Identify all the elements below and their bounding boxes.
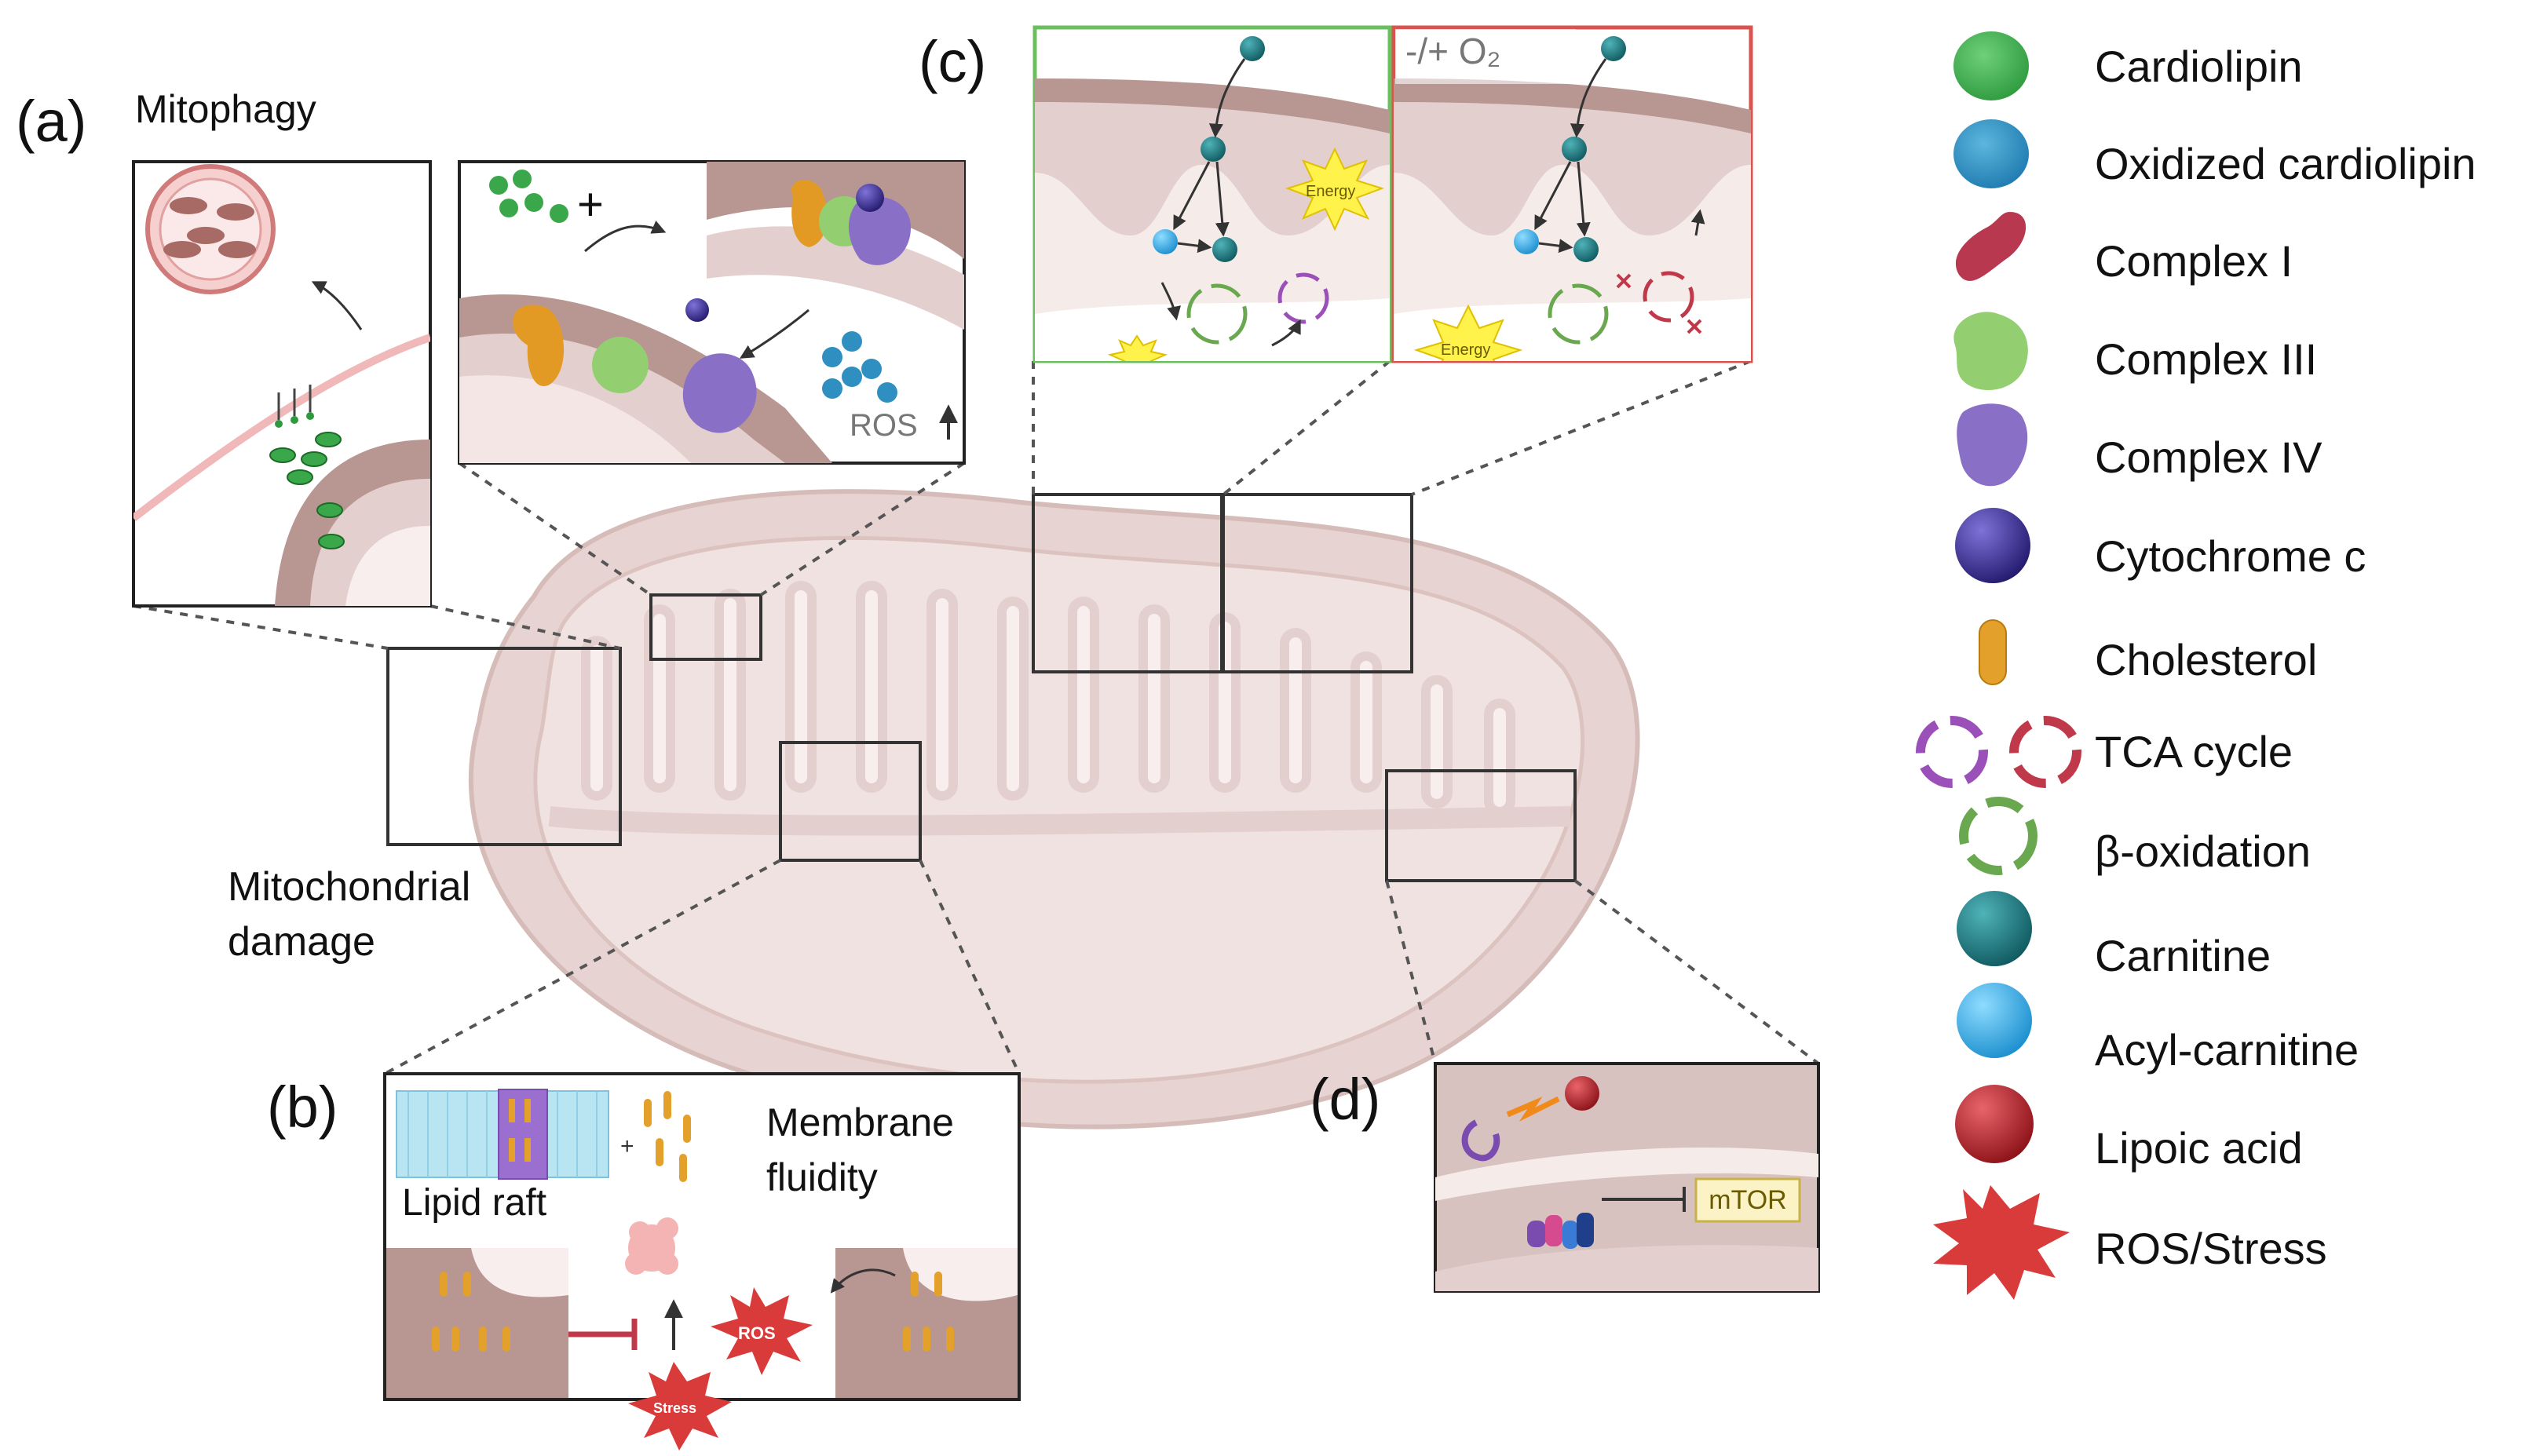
- mitophagy-label: Mitophagy: [135, 87, 316, 131]
- legend-label-ros-stress: ROS/Stress: [2095, 1224, 2327, 1273]
- connector-lines: [133, 359, 1820, 1075]
- zoom-regions: [386, 493, 1577, 882]
- zoom-box-b: [779, 741, 922, 862]
- tca-cycle-icon: [1916, 716, 2081, 788]
- oxidized-cardiolipin-icon: [1953, 119, 2029, 188]
- acyl-carnitine-icon: [1957, 983, 2032, 1058]
- panel-d-letter: (d): [1310, 1067, 1381, 1132]
- lipid-bilayer: [396, 1089, 609, 1180]
- legend-label-cytochrome-c: Cytochrome c: [2095, 531, 2366, 581]
- legend-label-acyl-carnitine: Acyl-carnitine: [2095, 1025, 2359, 1075]
- complex-iii-icon: [1953, 312, 2028, 390]
- lipid-raft-label: Lipid raft: [402, 1182, 547, 1224]
- cholesterol-icon: [1979, 619, 2007, 685]
- zoom-box-d: [1385, 769, 1577, 882]
- legend-label-lipoic-acid: Lipoic acid: [2095, 1123, 2303, 1173]
- stress-tag: Stress: [653, 1400, 696, 1416]
- energy-label-2: Energy: [1441, 341, 1490, 359]
- legend-label-cholesterol: Cholesterol: [2095, 635, 2318, 684]
- panel-c-hypoxia-box: Energy: [1391, 25, 1753, 363]
- legend-label-complex-i: Complex I: [2095, 236, 2293, 286]
- svg-text:+: +: [620, 1133, 634, 1159]
- mitochondrial-damage-label: Mitochondrial damage: [228, 864, 471, 965]
- legend-icons: [1916, 31, 2081, 1300]
- legend-label-complex-iii: Complex III: [2095, 334, 2318, 384]
- energy-label-1: Energy: [1306, 183, 1355, 200]
- mitochondrion: [469, 489, 1640, 1129]
- membrane-fluidity-label: Membrane fluidity: [766, 1100, 954, 1199]
- ros-label: ROS: [850, 408, 918, 443]
- legend-label-oxidized-cardiolipin: Oxidized cardiolipin: [2095, 139, 2476, 188]
- panel-a-complexes-box: +: [458, 160, 966, 465]
- complex-i-icon: [1955, 212, 2027, 281]
- cytochrome-c-icon: [1955, 508, 2030, 583]
- zoom-box-c-right: [1222, 493, 1413, 673]
- carnitine-icon: [1957, 891, 2032, 966]
- ros-stress-icon: [1933, 1185, 2070, 1300]
- panel-a-mitophagy-box: [132, 160, 432, 608]
- legend-label-beta-oxidation: β-oxidation: [2095, 827, 2312, 876]
- cardiolipin-icon: [1953, 31, 2029, 100]
- legend-label-carnitine: Carnitine: [2095, 931, 2271, 980]
- mtor-label: mTOR: [1709, 1185, 1786, 1215]
- legend-label-cardiolipin: Cardiolipin: [2095, 42, 2303, 91]
- panel-c-normoxia-box: Energy: [1032, 25, 1392, 363]
- panel-b-letter: (b): [267, 1075, 338, 1140]
- panel-a-letter: (a): [16, 89, 87, 154]
- panel-c-letter: (c): [919, 29, 987, 94]
- panel-d-mtor-box: mTOR: [1434, 1062, 1820, 1293]
- zoom-box-mitochondrial-damage: [386, 647, 622, 846]
- svg-text:+: +: [577, 179, 604, 230]
- panel-b-membrane-box: + ROS Stress: [383, 1072, 1021, 1451]
- legend-label-tca-cycle: TCA cycle: [2095, 727, 2293, 776]
- oxygen-label: -/+ O₂: [1405, 31, 1501, 71]
- legend-label-complex-iv: Complex IV: [2095, 432, 2323, 482]
- beta-oxidation-icon: [1959, 797, 2037, 875]
- zoom-box-a: [649, 593, 762, 661]
- lipoic-acid-icon: [1955, 1085, 2034, 1163]
- ros-tag: ROS: [738, 1323, 776, 1343]
- complex-iv-icon: [1957, 403, 2028, 487]
